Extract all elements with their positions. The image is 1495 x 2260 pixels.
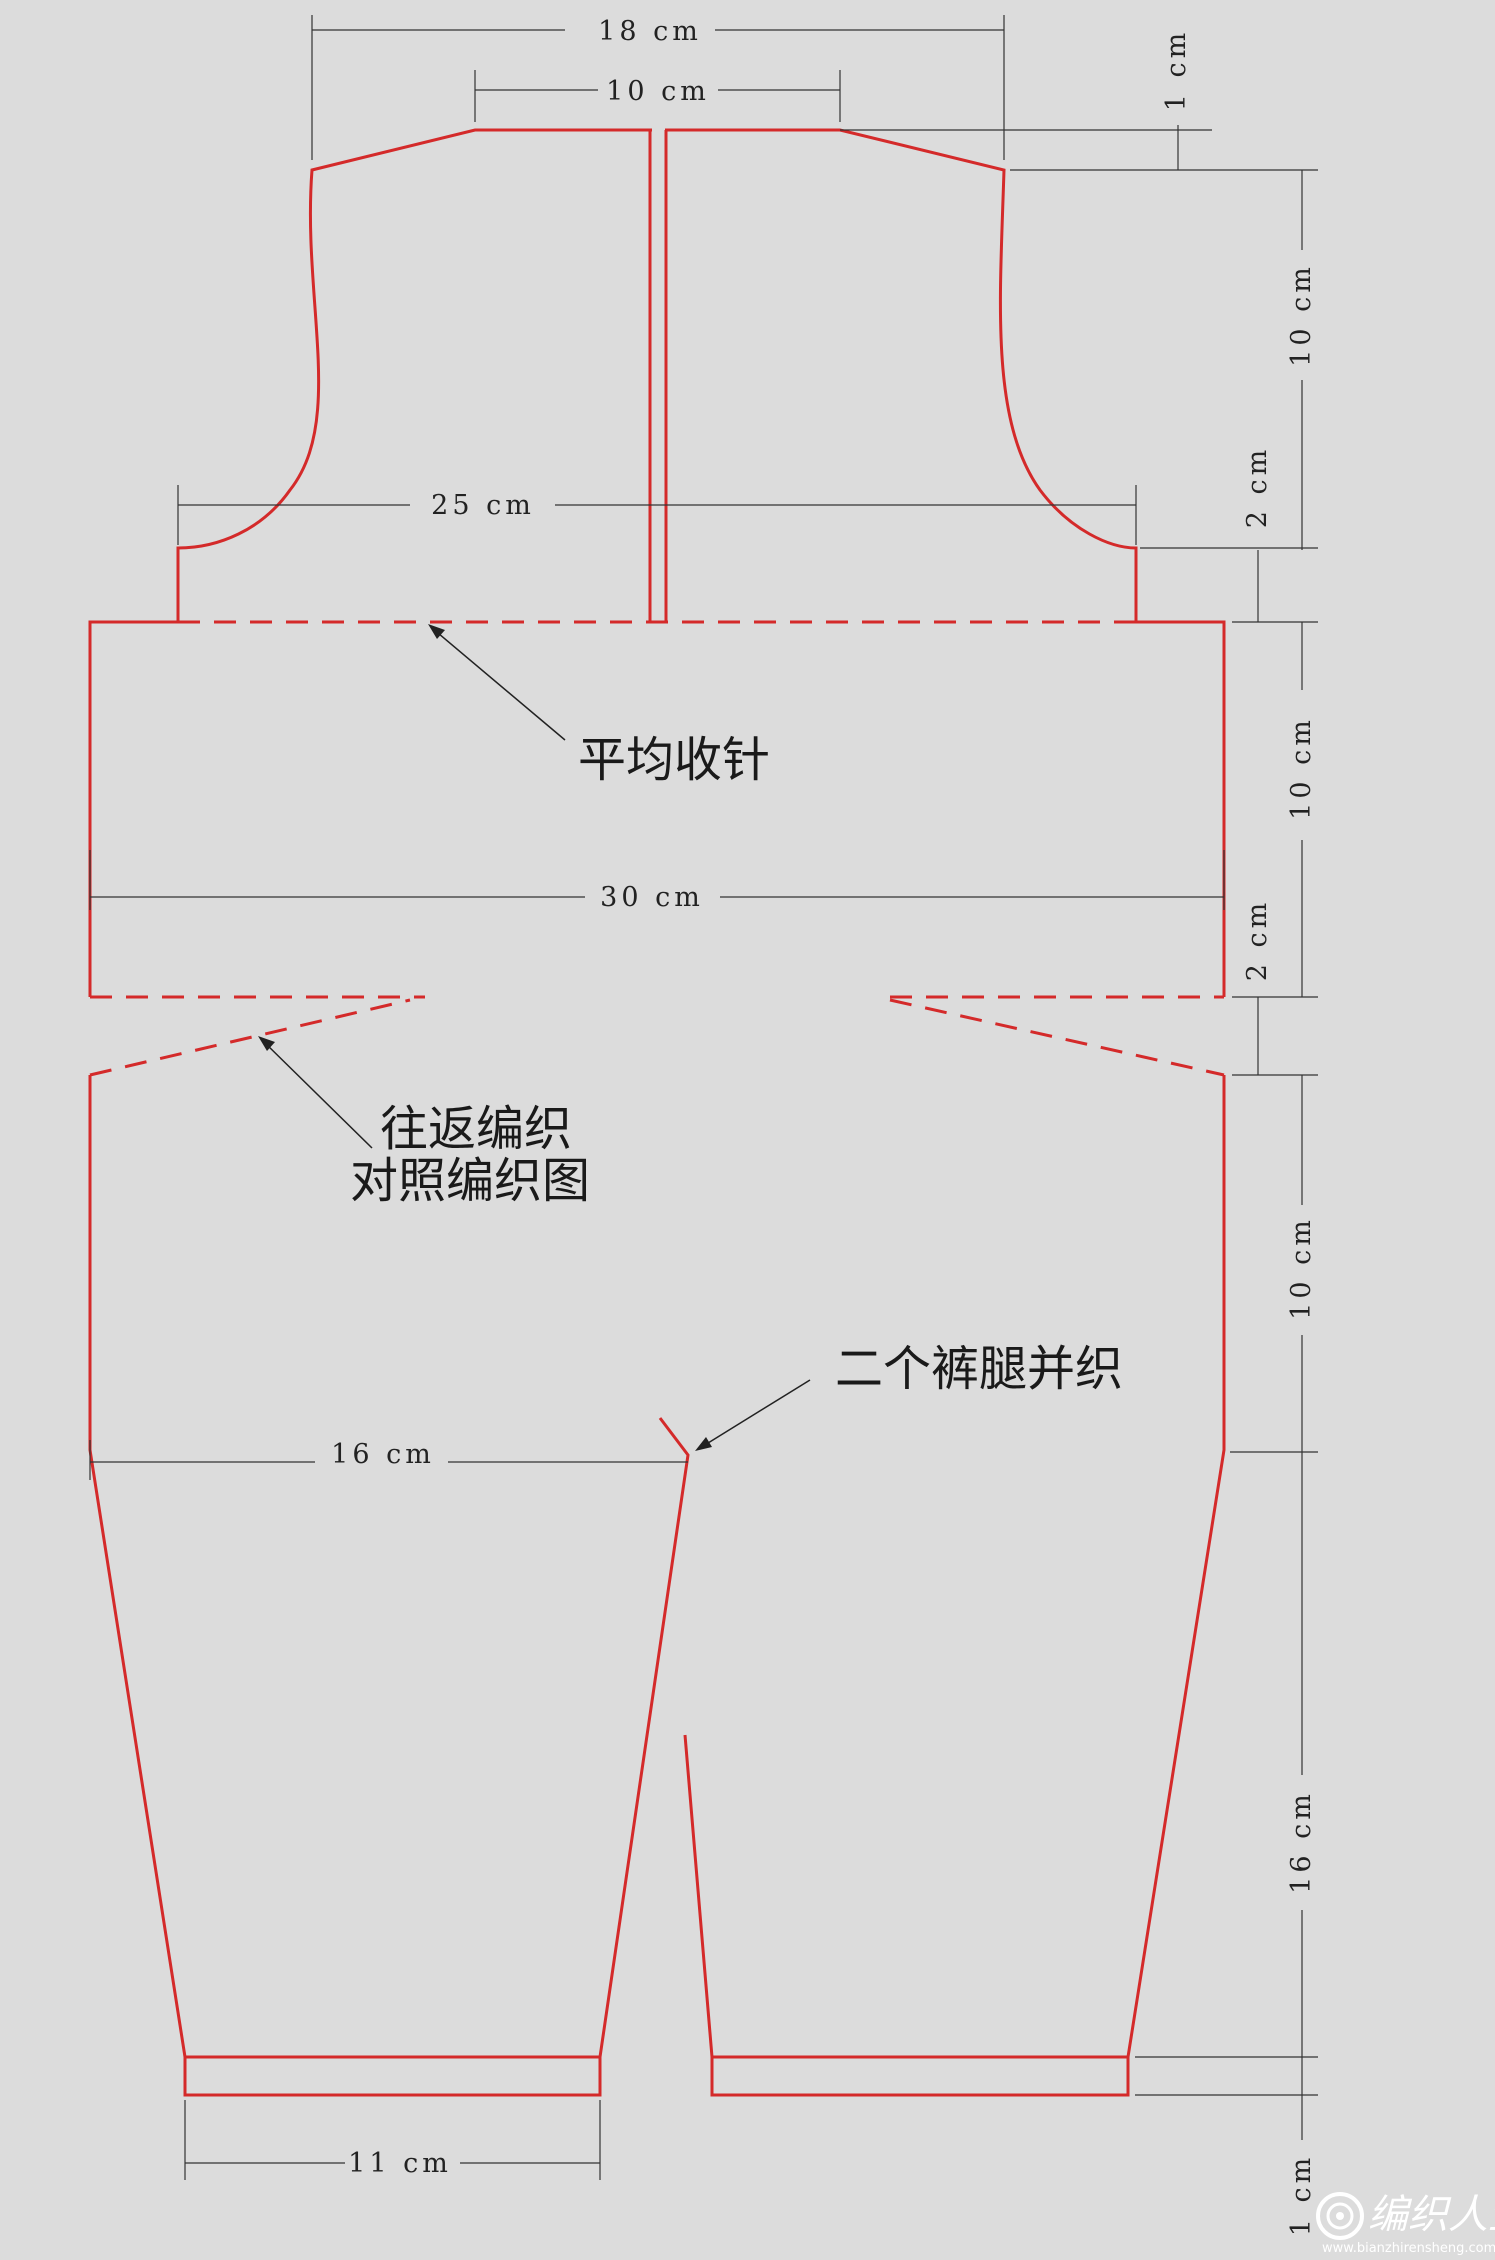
dim-body-width: 30 cm — [600, 882, 704, 913]
dim-waist-height: 10 cm — [1286, 716, 1317, 820]
right-leg-outline — [683, 1075, 1226, 2059]
bib-right-outline — [665, 128, 1138, 622]
dim-armhole-curve: 2 cm — [1242, 446, 1273, 529]
short-row-dash-left — [89, 998, 411, 1077]
dim-bib-width: 25 cm — [431, 490, 535, 521]
bib-left-outline — [176, 128, 652, 622]
waist-block-left — [88, 620, 178, 997]
note-short-rows-line1: 往返编织 — [380, 1101, 572, 1157]
dim-leg-width: 16 cm — [331, 1439, 435, 1470]
dim-cuff-width: 11 cm — [348, 2148, 452, 2179]
dim-top-width: 18 cm — [598, 16, 702, 47]
annotation-arrows — [258, 624, 811, 1451]
note-join-legs: 二个裤腿并织 — [835, 1341, 1123, 1397]
watermark: 编织人生 www.bianzhirensheng.com — [1316, 2192, 1495, 2256]
center-placket — [648, 130, 668, 624]
watermark-brand: 编织人生 — [1368, 2192, 1495, 2238]
dimension-labels: 18 cm 10 cm 1 cm 10 cm 2 cm 25 cm 10 cm … — [331, 16, 1317, 2236]
note-short-rows-line2: 对照编织图 — [350, 1153, 590, 1209]
dim-cuff-height: 1 cm — [1286, 2154, 1317, 2237]
dim-bib-height: 10 cm — [1286, 263, 1317, 367]
watermark-url: www.bianzhirensheng.com — [1322, 2241, 1495, 2256]
right-cuff — [710, 2055, 1130, 2097]
swirl-logo-icon — [1316, 2192, 1364, 2240]
left-leg-outline — [88, 1075, 690, 2059]
dim-neck-width: 10 cm — [606, 76, 710, 107]
note-even-decrease: 平均收针 — [578, 732, 770, 788]
dim-leg-height: 16 cm — [1286, 1790, 1317, 1894]
arrowhead-icon — [695, 1437, 712, 1451]
waist-block-right — [1136, 620, 1226, 997]
dim-shoulder-drop: 1 cm — [1161, 29, 1192, 112]
dimension-lines — [89, 15, 1318, 2180]
arrowhead-icon — [428, 624, 445, 639]
left-cuff — [183, 2055, 602, 2097]
short-row-dash-right — [889, 998, 1225, 1077]
dim-crotch-height: 10 cm — [1286, 1216, 1317, 1320]
dim-waist-band: 2 cm — [1242, 899, 1273, 982]
pattern-outline — [88, 128, 1226, 2097]
annotations: 平均收针 往返编织 对照编织图 二个裤腿并织 — [350, 732, 1123, 1397]
arrowhead-icon — [258, 1036, 275, 1051]
